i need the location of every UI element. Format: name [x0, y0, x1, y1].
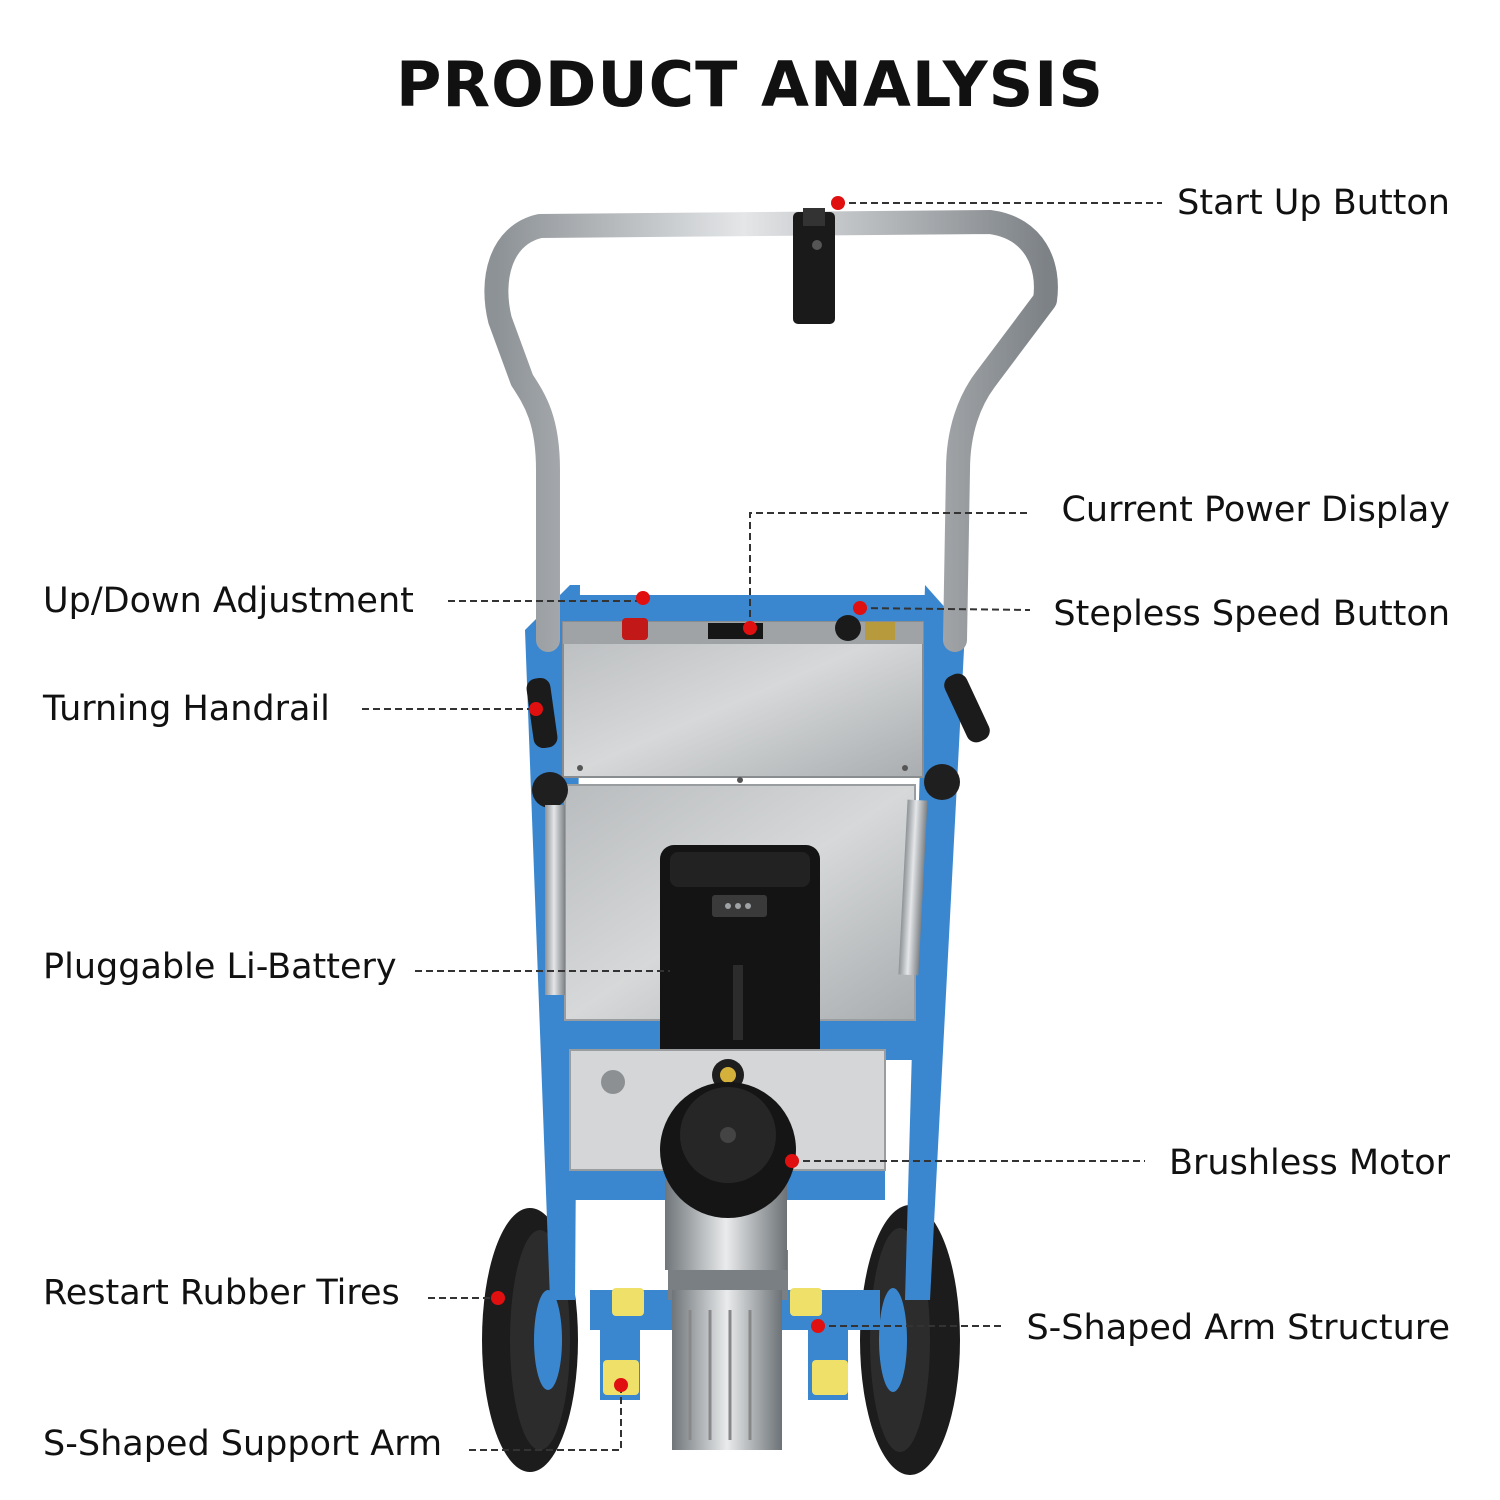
- s-shaped-support-arm-right: [790, 1288, 848, 1400]
- li-battery: [660, 845, 820, 1067]
- steel-handlebar: [484, 210, 1058, 652]
- marker-turning-handrail: [529, 702, 543, 716]
- label-s-shaped-arm-structure: S-Shaped Arm Structure: [1026, 1308, 1450, 1348]
- brushless-motor-unit: [660, 1059, 796, 1450]
- label-up-down-adjustment: Up/Down Adjustment: [43, 581, 414, 621]
- turning-handrail-left: [526, 677, 568, 995]
- control-panel: [562, 615, 924, 783]
- marker-brushless-motor: [785, 1154, 799, 1168]
- marker-s-shaped-arm-structure: [811, 1319, 825, 1333]
- label-turning-handrail: Turning Handrail: [43, 689, 330, 729]
- marker-restart-rubber-tires: [491, 1291, 505, 1305]
- start-up-button-housing: [793, 208, 835, 324]
- leader-lines: [362, 202, 1162, 1451]
- right-tire: [860, 1205, 960, 1475]
- marker-up-down-adjustment: [636, 591, 650, 605]
- marker-current-power-display: [743, 621, 757, 635]
- turning-handrail-right: [898, 673, 990, 976]
- label-current-power-display: Current Power Display: [1061, 490, 1450, 530]
- marker-start-up-button: [831, 196, 845, 210]
- label-s-shaped-support-arm: S-Shaped Support Arm: [43, 1424, 443, 1464]
- callout-markers: [491, 196, 867, 1392]
- marker-stepless-speed-button: [853, 601, 867, 615]
- label-restart-rubber-tires: Restart Rubber Tires: [43, 1273, 400, 1313]
- label-start-up-button: Start Up Button: [1177, 183, 1450, 223]
- label-pluggable-li-battery: Pluggable Li-Battery: [43, 947, 397, 987]
- marker-s-shaped-support-arm: [614, 1378, 628, 1392]
- page-title: PRODUCT ANALYSIS: [395, 48, 1105, 121]
- label-stepless-speed-button: Stepless Speed Button: [1053, 594, 1450, 634]
- label-brushless-motor: Brushless Motor: [1169, 1143, 1450, 1183]
- cable-connector: [601, 1070, 625, 1094]
